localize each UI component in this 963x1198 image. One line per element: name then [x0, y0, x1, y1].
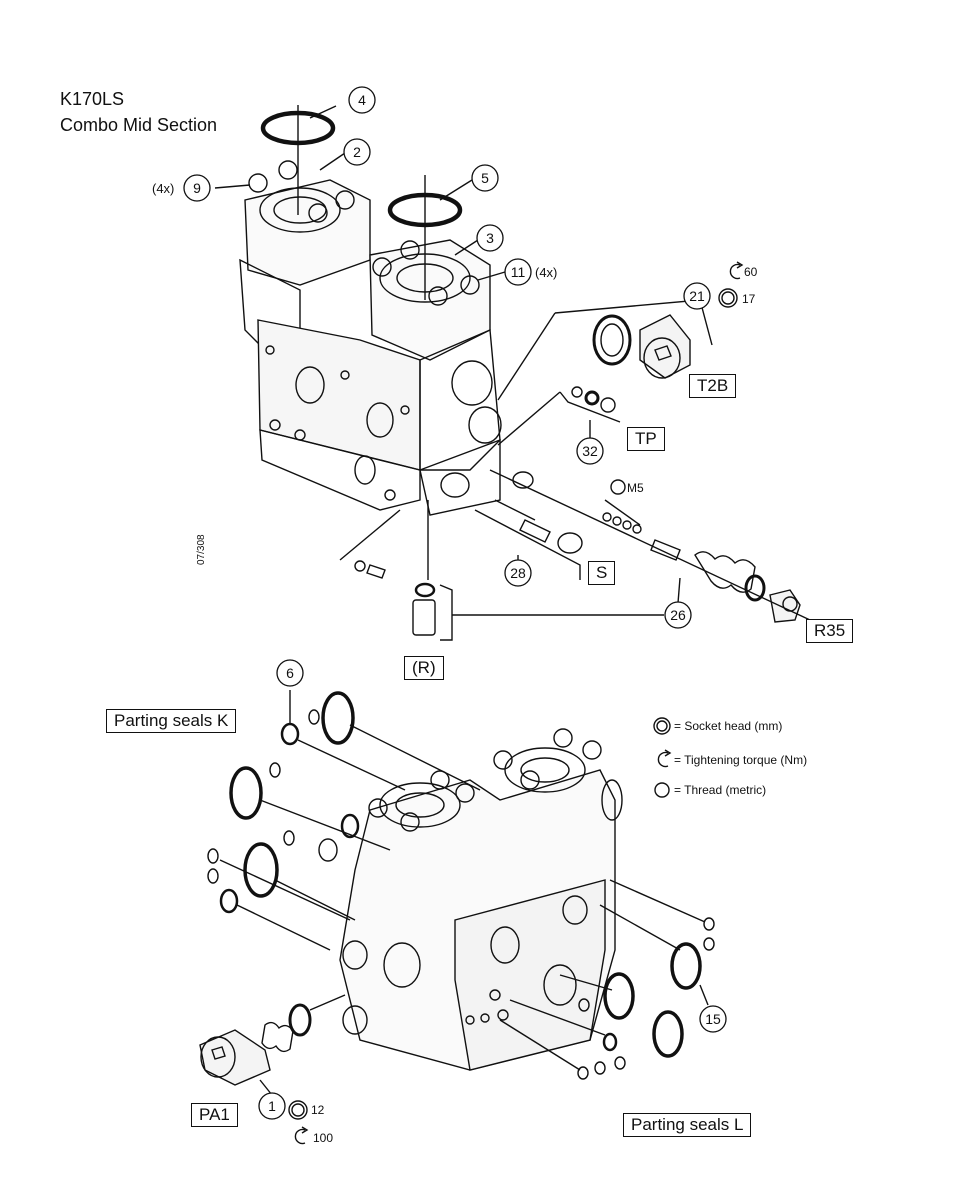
svg-text:28: 28: [510, 565, 526, 581]
label-r35: R35: [806, 619, 854, 643]
model-title: K170LS: [60, 89, 125, 109]
qty-note-9: (4x): [152, 181, 174, 196]
callout-4: 4: [348, 86, 376, 114]
callout-11: 11: [504, 258, 532, 286]
svg-text:5: 5: [481, 170, 489, 186]
m5-thread-value: M5: [627, 481, 644, 495]
legend-glyphs: [288, 261, 744, 1145]
t2b-socket-value: 17: [742, 292, 756, 306]
parting-seals-k: [207, 691, 481, 951]
callout-9: 9: [183, 174, 211, 202]
label-tp: TP: [627, 427, 665, 451]
r-group: [339, 500, 453, 641]
label-pa1: PA1: [191, 1103, 238, 1127]
svg-text:9: 9: [193, 180, 201, 196]
callout-15: 15: [699, 1005, 727, 1033]
label-r: (R): [404, 656, 444, 680]
legend-torque: = Tightening torque (Nm): [674, 753, 808, 767]
s-group: [474, 471, 583, 580]
callout-32: 32: [576, 437, 604, 465]
callout-2: 2: [343, 138, 371, 166]
legend-thread: = Thread (metric): [674, 783, 767, 797]
pa1-cartridge: [199, 994, 346, 1096]
label-parting-seals-l: Parting seals L: [623, 1113, 752, 1137]
svg-text:11: 11: [511, 264, 526, 280]
svg-text:32: 32: [582, 443, 598, 459]
callout-21: 21: [683, 282, 711, 310]
pa1-socket-value: 12: [311, 1103, 325, 1117]
svg-text:21: 21: [689, 288, 705, 304]
qty-note-11: (4x): [535, 265, 557, 280]
parting-seals-l: [499, 879, 715, 1080]
svg-text:1: 1: [268, 1098, 276, 1114]
callout-5: 5: [471, 164, 499, 192]
label-parting-seals-k: Parting seals K: [106, 709, 237, 733]
callout-1: 1: [258, 1092, 286, 1120]
pa1-torque-value: 100: [313, 1131, 333, 1145]
svg-text:6: 6: [286, 665, 294, 681]
upper-valve-body: [239, 160, 502, 516]
svg-text:2: 2: [353, 144, 361, 160]
section-subtitle: Combo Mid Section: [60, 115, 218, 135]
svg-text:26: 26: [670, 607, 686, 623]
r35-group: [489, 469, 811, 623]
svg-text:4: 4: [358, 92, 366, 108]
lower-valve-body: [339, 728, 623, 1071]
svg-text:15: 15: [705, 1011, 721, 1027]
callout-3: 3: [476, 224, 504, 252]
callout-28: 28: [504, 559, 532, 587]
legend-socket-head: = Socket head (mm): [674, 719, 783, 733]
svg-text:3: 3: [486, 230, 494, 246]
callout-26: 26: [664, 601, 692, 629]
label-s: S: [588, 561, 616, 585]
label-t2b: T2B: [689, 374, 737, 398]
t2b-torque-value: 60: [744, 265, 758, 279]
callout-6: 6: [276, 659, 304, 687]
tp-group: [497, 386, 621, 446]
t2b-plug-group: [497, 299, 713, 401]
